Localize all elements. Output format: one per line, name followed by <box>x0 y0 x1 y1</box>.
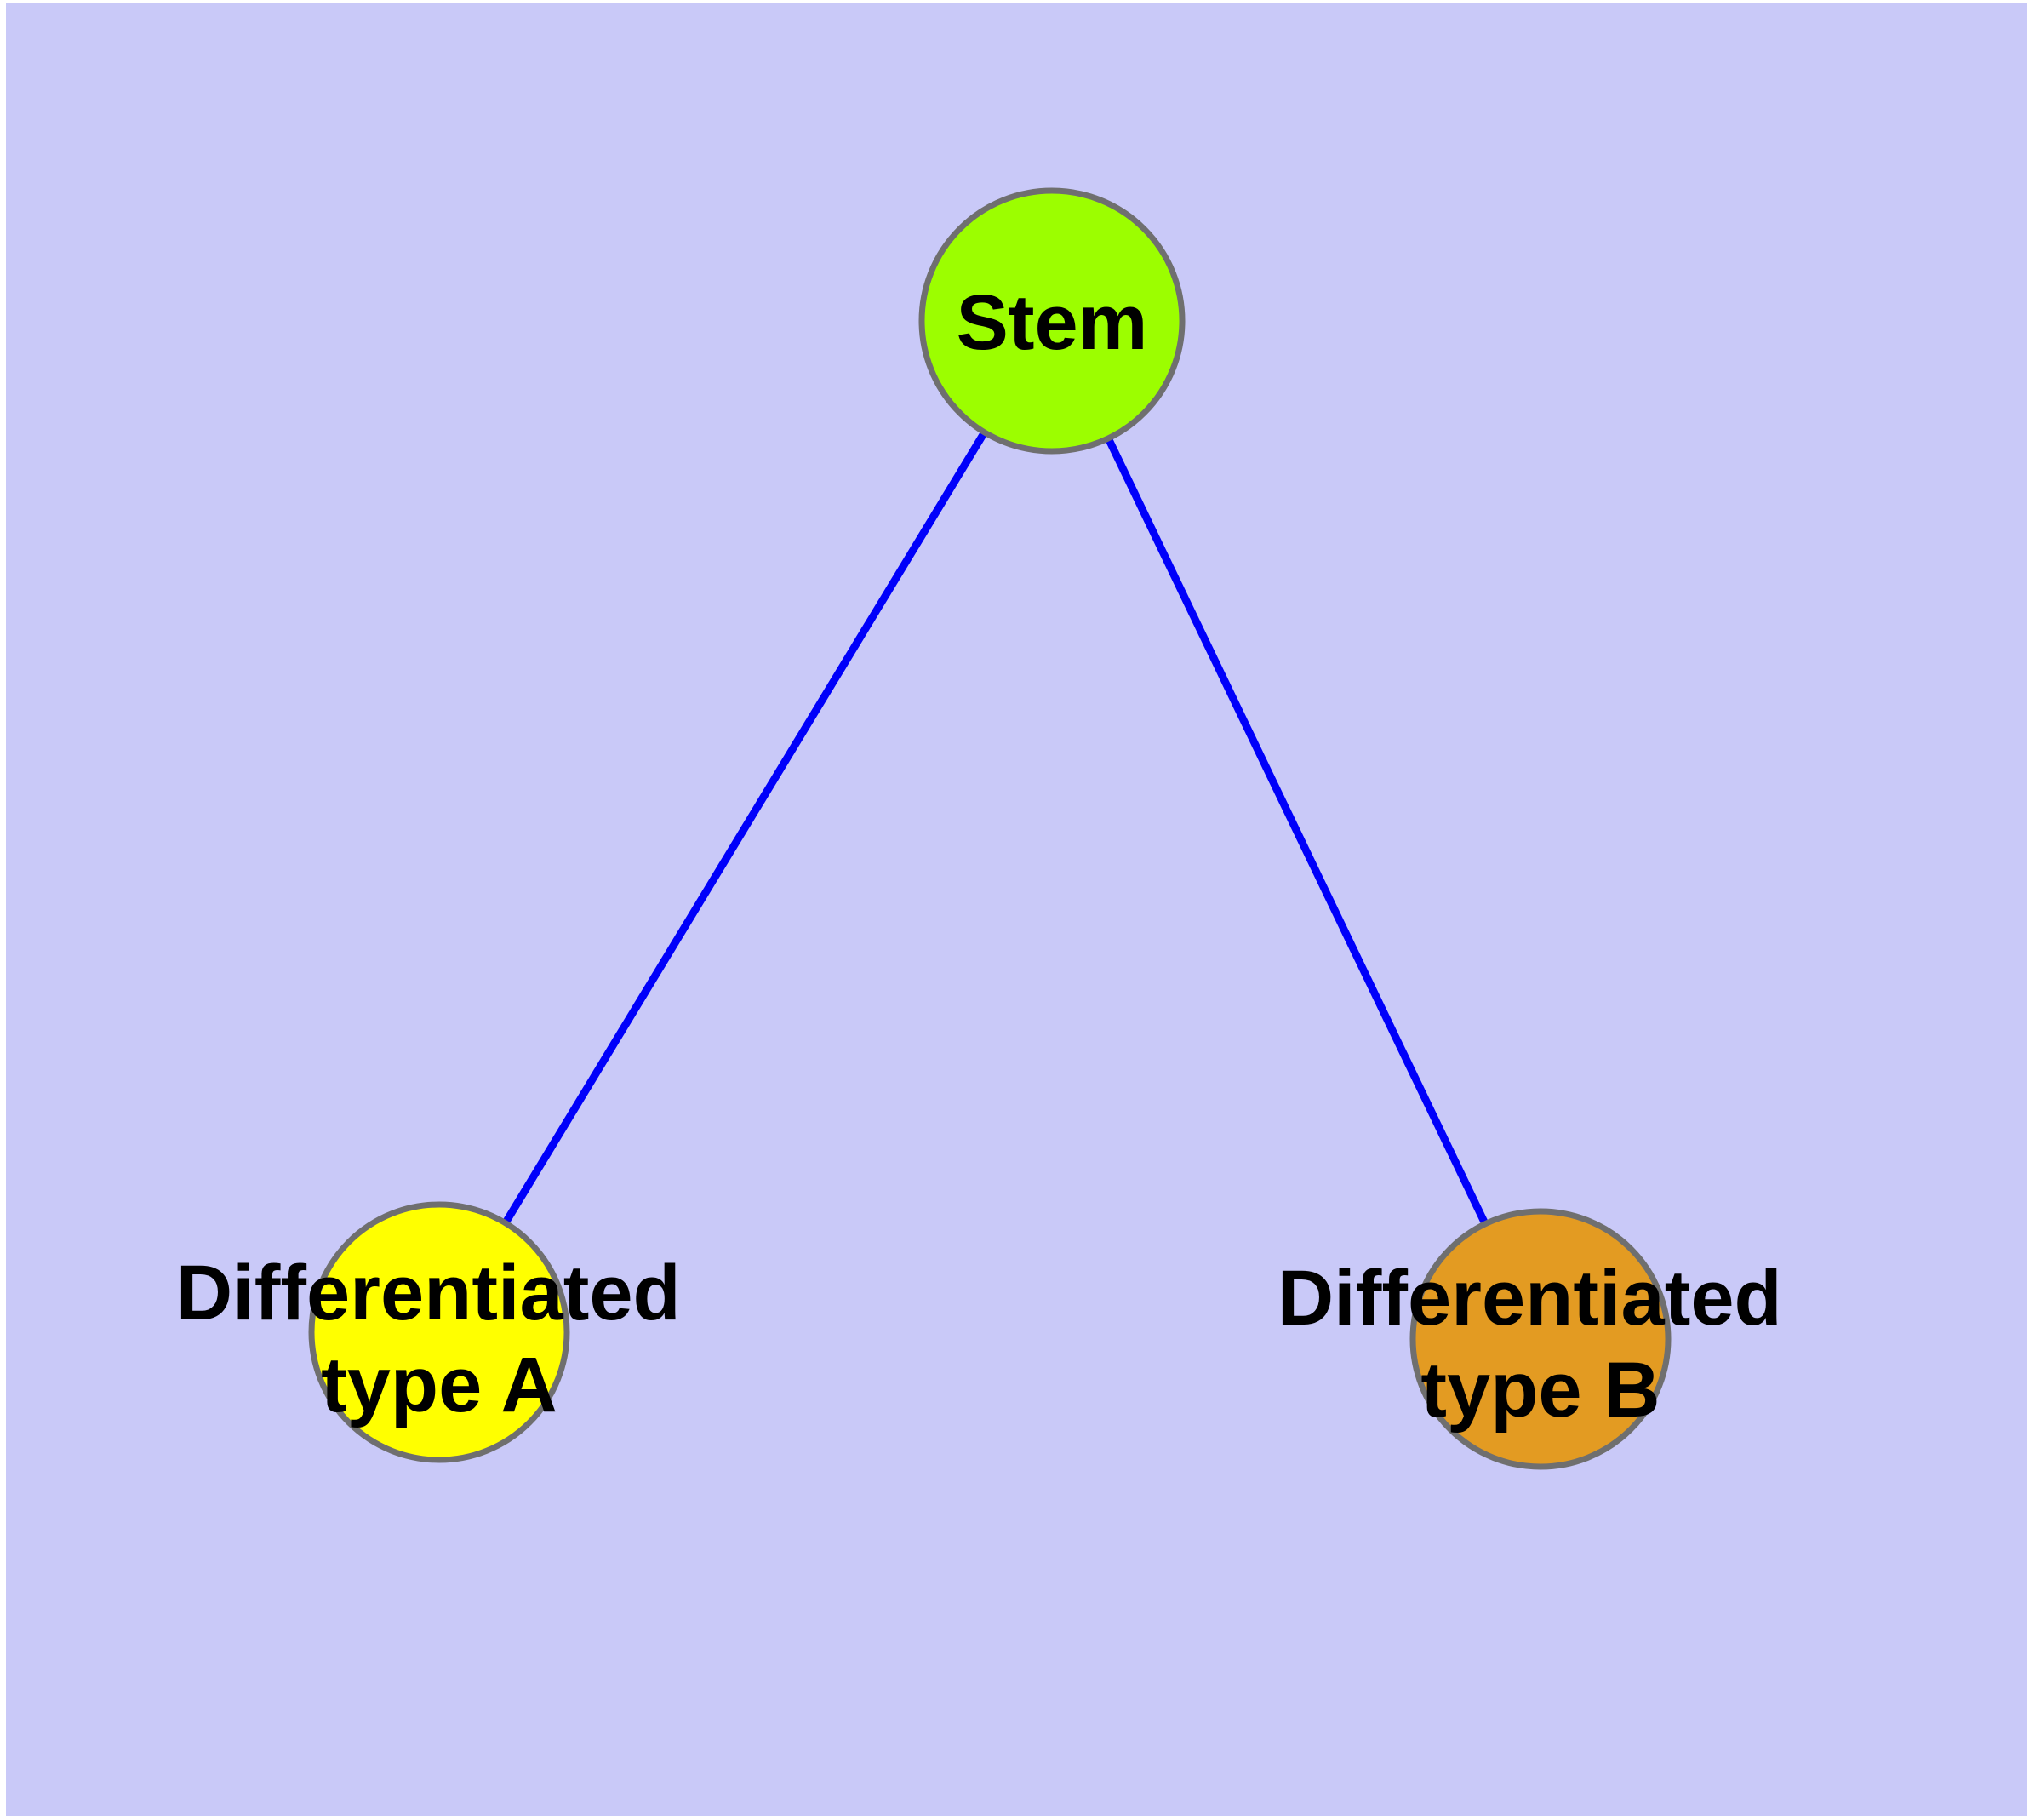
node-type-b <box>1409 1208 1672 1470</box>
node-stem-label: Stem <box>957 279 1148 366</box>
edge-stem-to-type-a <box>436 318 1055 1335</box>
node-type-a <box>308 1201 570 1463</box>
node-stem <box>918 187 1186 455</box>
edge-stem-to-type-b <box>1048 319 1545 1341</box>
node-type-a-label: Differentiated type A <box>176 1250 703 1428</box>
node-type-b-label: Differentiated type B <box>1277 1255 1804 1434</box>
